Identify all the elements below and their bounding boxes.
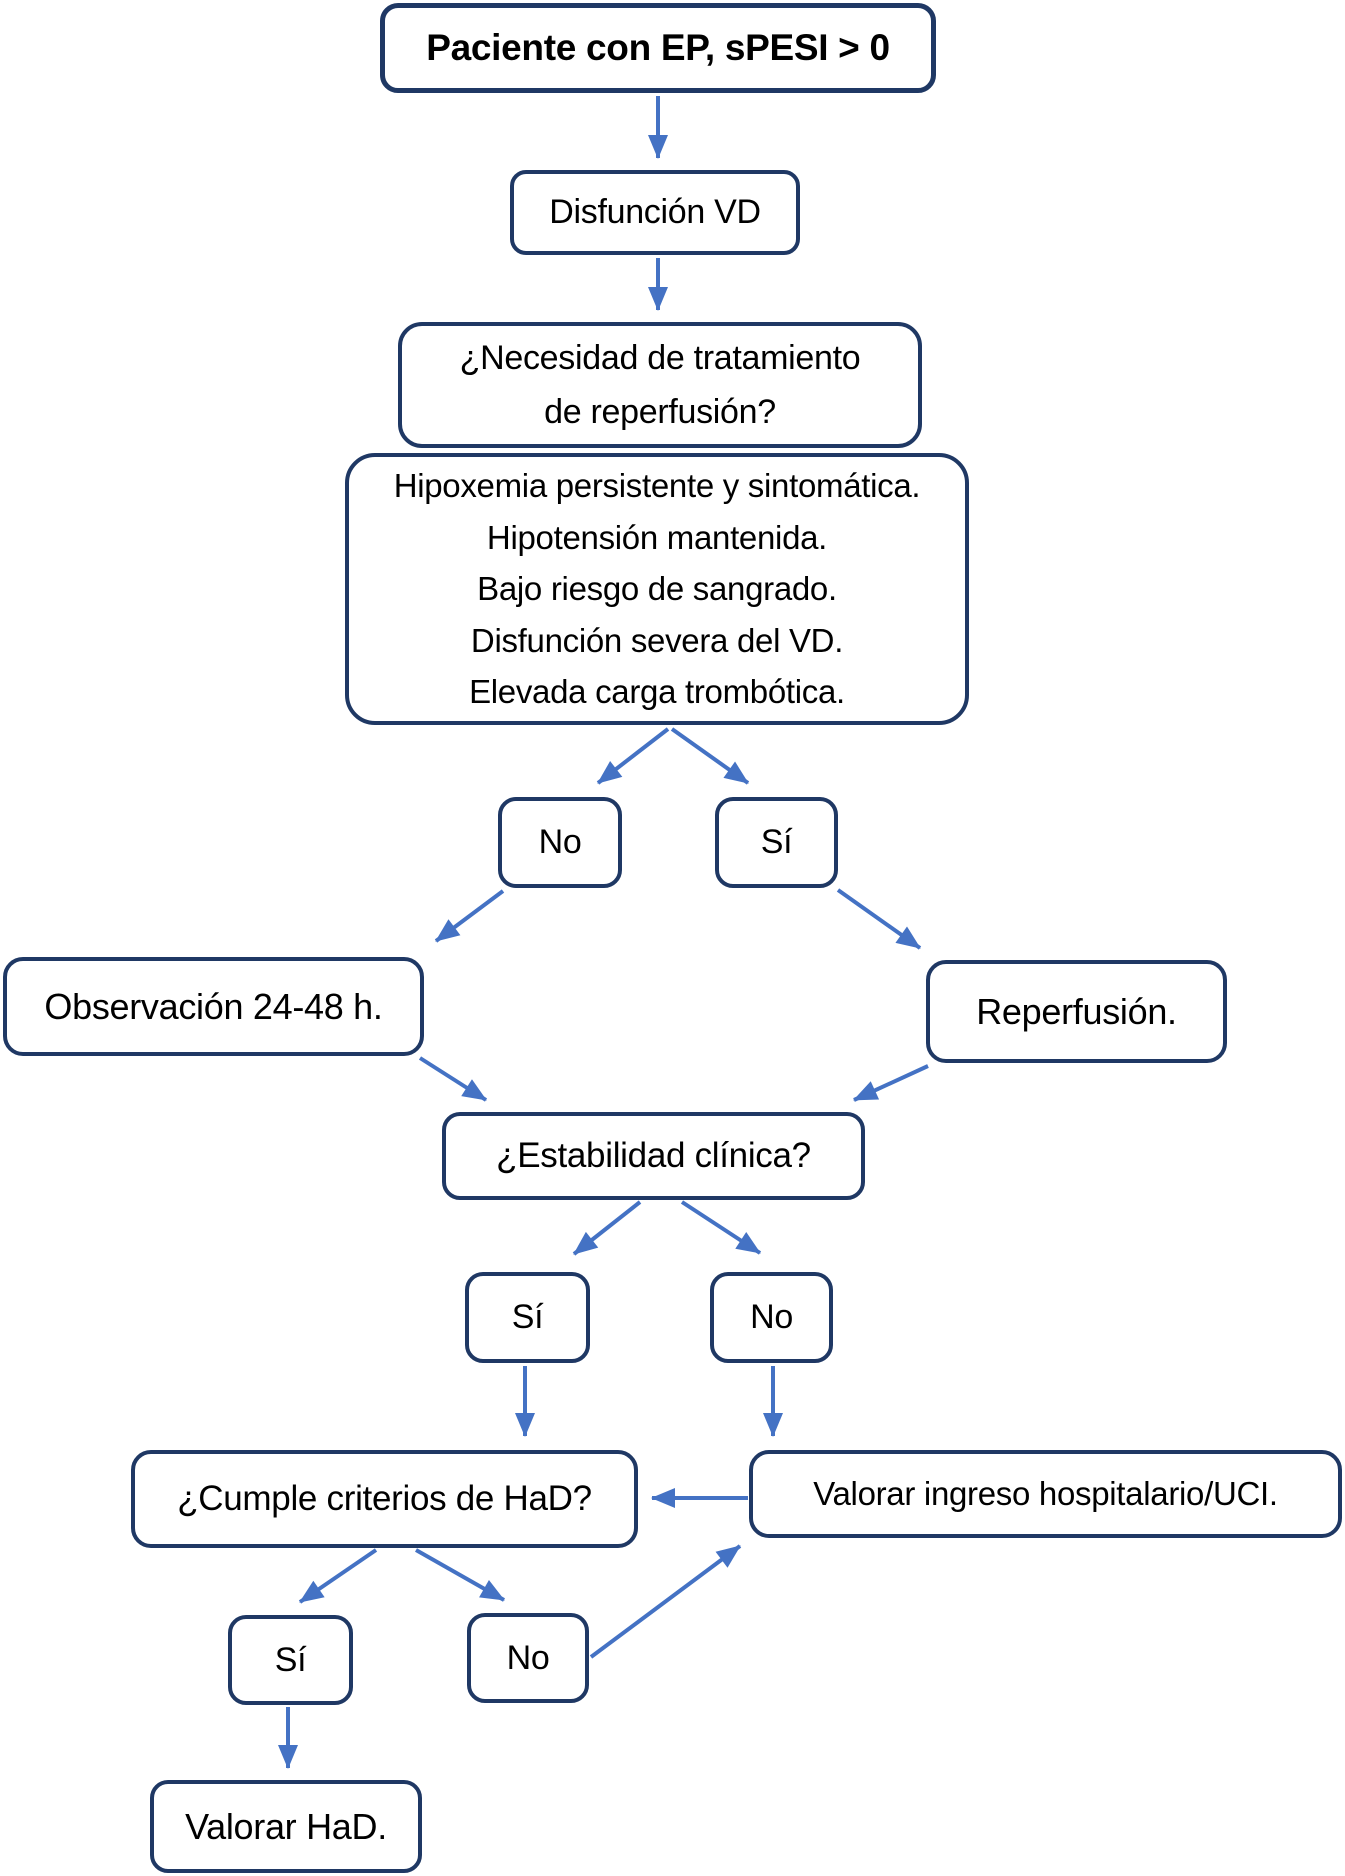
criterio-carga-trombotica: Elevada carga trombótica. (469, 673, 845, 711)
node-valorar-had-label: Valorar HaD. (185, 1806, 387, 1847)
node-disfuncion-vd: Disfunción VD (510, 170, 800, 255)
arrow-no-to-observacion (434, 889, 505, 943)
node-reperfusion-label: Reperfusión. (976, 991, 1177, 1032)
arrow-nohad-to-uci (589, 1544, 742, 1659)
node-ingreso-uci-label: Valorar ingreso hospitalario/UCI. (813, 1475, 1278, 1513)
node-no-estabilidad: No (710, 1272, 833, 1363)
arrow-estabilidad-to-si (572, 1200, 642, 1256)
node-no-had: No (467, 1613, 589, 1703)
node-valorar-had: Valorar HaD. (150, 1780, 422, 1873)
node-si-reperfusion: Sí (715, 797, 838, 888)
node-si-had-label: Sí (274, 1640, 307, 1679)
criterio-hipotension: Hipotensión mantenida. (486, 518, 828, 556)
node-estabilidad-label: ¿Estabilidad clínica? (496, 1136, 811, 1176)
node-disfuncion-label: Disfunción VD (549, 193, 761, 232)
node-no-had-label: No (506, 1638, 550, 1677)
node-cumple-criterios-had: ¿Cumple criterios de HaD? (131, 1450, 638, 1548)
node-si-reperfusion-label: Sí (760, 823, 793, 862)
node-criterios-reperfusion: Hipoxemia persistente y sintomática. Hip… (345, 453, 969, 725)
criterio-disfuncion-severa: Disfunción severa del VD. (470, 621, 844, 659)
criterio-sangrado: Bajo riesgo de sangrado. (477, 570, 837, 608)
node-no-estabilidad-label: No (750, 1298, 793, 1337)
node-no-reperfusion: No (498, 797, 622, 888)
arrow-observacion-to-estabilidad (418, 1056, 488, 1102)
arrow-si-to-reperfusion (836, 888, 922, 950)
node-necesidad-reperfusion: ¿Necesidad de tratamiento de reperfusión… (398, 322, 922, 448)
node-observacion-label: Observación 24-48 h. (44, 986, 383, 1027)
node-si-had: Sí (228, 1615, 353, 1705)
node-estabilidad-clinica: ¿Estabilidad clínica? (442, 1112, 865, 1200)
node-cumple-had-label: ¿Cumple criterios de HaD? (177, 1479, 592, 1519)
arrow-criterios-to-no (596, 727, 670, 785)
node-paciente-ep-spesi: Paciente con EP, sPESI > 0 (380, 3, 936, 93)
node-no-reperfusion-label: No (538, 823, 582, 862)
node-necesidad-line-2: de reperfusión? (544, 393, 776, 431)
node-observacion: Observación 24-48 h. (3, 957, 424, 1056)
node-paciente-label: Paciente con EP, sPESI > 0 (426, 26, 890, 68)
node-si-estabilidad: Sí (465, 1272, 590, 1363)
criterio-hipoxemia: Hipoxemia persistente y sintomática. (393, 467, 921, 505)
node-necesidad-line-1: ¿Necesidad de tratamiento (459, 338, 861, 377)
arrow-estabilidad-to-no (680, 1200, 762, 1255)
arrow-criterios-to-si (670, 727, 750, 785)
arrow-cumplehad-to-no (415, 1548, 505, 1602)
node-ingreso-hospitalario-uci: Valorar ingreso hospitalario/UCI. (749, 1450, 1342, 1538)
arrow-cumplehad-to-si (298, 1548, 378, 1604)
node-si-estabilidad-label: Sí (511, 1298, 544, 1337)
arrow-reperfusion-to-estabilidad (853, 1064, 929, 1102)
node-reperfusion: Reperfusión. (926, 960, 1227, 1063)
